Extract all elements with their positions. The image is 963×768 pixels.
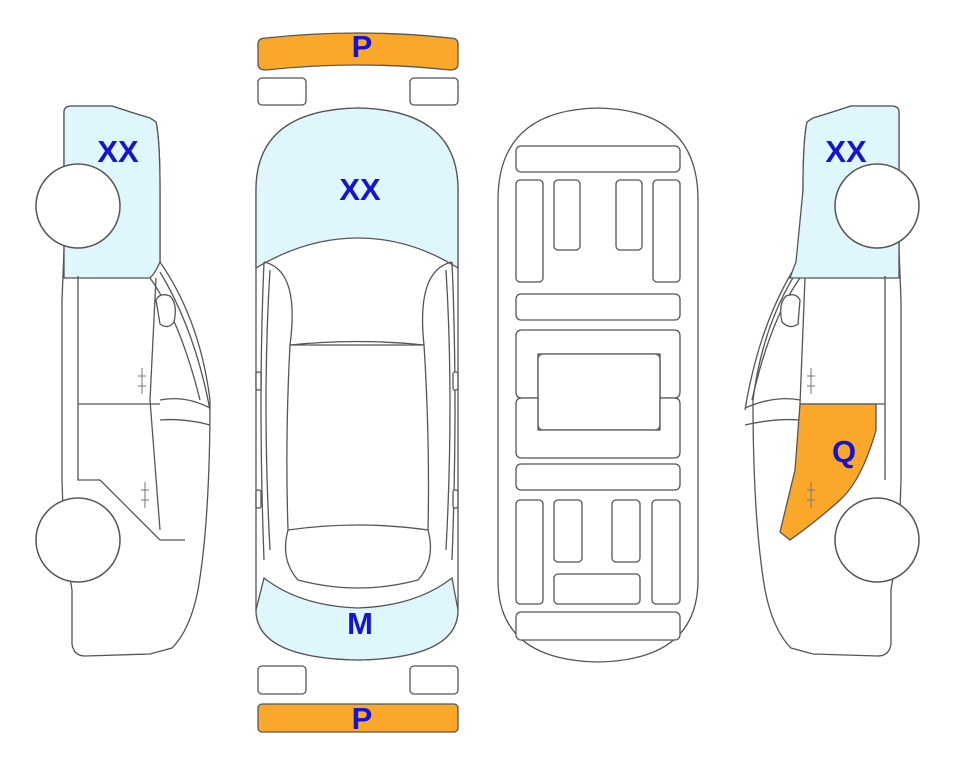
front-bumper-zone bbox=[257, 32, 459, 71]
top-trunk-zone bbox=[255, 576, 459, 661]
underbody-view bbox=[497, 107, 699, 663]
top-trunk-label: M bbox=[347, 606, 373, 641]
rear-left-light bbox=[257, 665, 307, 695]
rear-right-light bbox=[409, 665, 459, 695]
right-mirror bbox=[780, 294, 801, 328]
top-view: P XX M P bbox=[255, 29, 459, 736]
front-left-light bbox=[257, 77, 307, 106]
rear-bumper-zone bbox=[257, 703, 459, 733]
right-rear-door-zone bbox=[779, 403, 877, 541]
right-rear-door-label: Q bbox=[832, 434, 856, 469]
left-front-wheel bbox=[35, 163, 121, 249]
top-hood-label: XX bbox=[339, 172, 381, 207]
rear-bumper-label: P bbox=[352, 701, 373, 736]
right-front-wheel bbox=[834, 163, 920, 249]
front-bumper-label: P bbox=[352, 29, 373, 64]
top-hood-zone bbox=[255, 107, 459, 270]
left-hood-label: XX bbox=[97, 134, 139, 169]
right-rear-wheel bbox=[834, 497, 920, 583]
left-mirror bbox=[155, 294, 176, 328]
right-hood-label: XX bbox=[825, 134, 867, 169]
left-side-view: XX bbox=[35, 105, 211, 657]
right-side-view: Q XX bbox=[744, 105, 920, 657]
left-rear-wheel bbox=[35, 497, 121, 583]
front-right-light bbox=[409, 77, 459, 106]
